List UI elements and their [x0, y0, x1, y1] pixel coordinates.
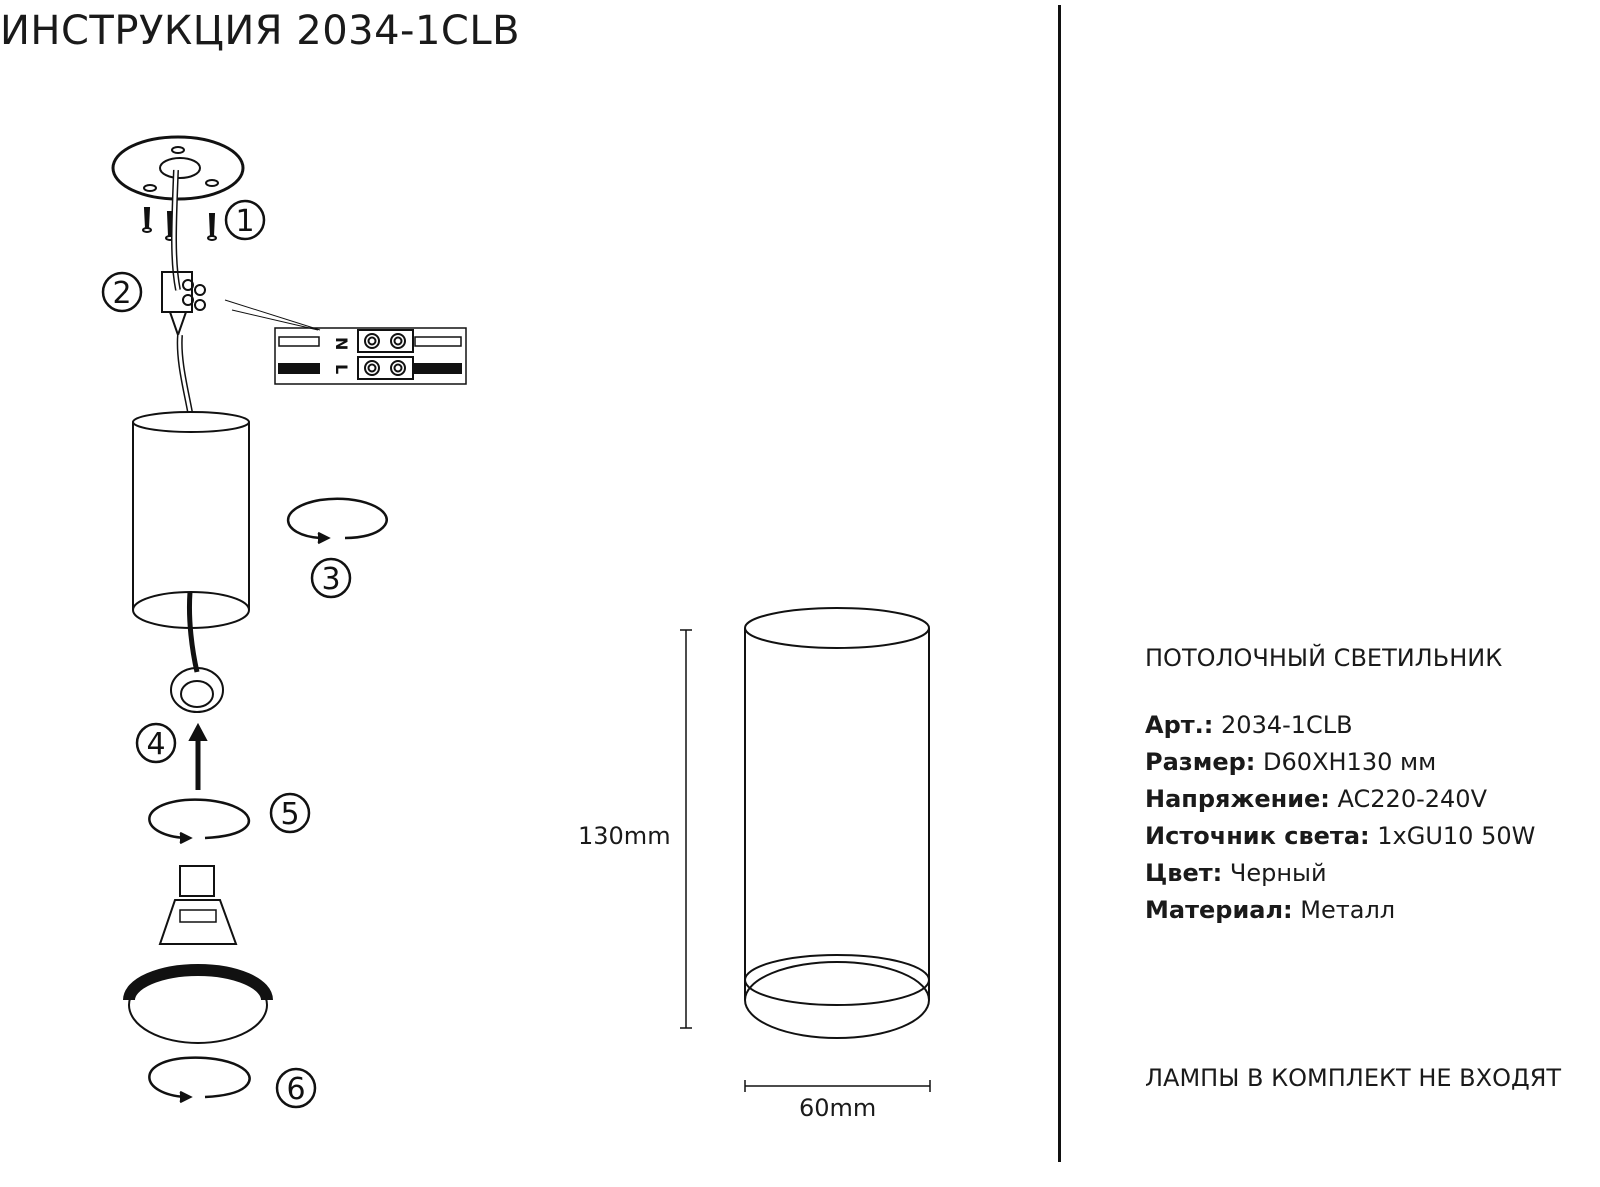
neutral-label: N [332, 337, 351, 350]
screw-icons [142, 207, 217, 241]
height-dimension: 130mm [578, 822, 671, 850]
spec-row: Арт.: 2034-1CLB [1145, 711, 1353, 739]
lamps-not-included-note: ЛАМПЫ В КОМПЛЕКТ НЕ ВХОДЯТ [1145, 1064, 1562, 1092]
live-label: L [332, 364, 351, 374]
dimension-drawing [680, 607, 931, 1092]
step-4: 4 [146, 727, 165, 762]
spec-row: Размер: D60XH130 мм [1145, 748, 1437, 776]
page-title: ИНСТРУКЦИЯ 2034-1CLB [0, 8, 521, 54]
arrow-up-icon [188, 722, 208, 790]
step-5: 5 [280, 797, 299, 832]
rotate-arrow-icons [148, 497, 388, 1104]
step-3: 3 [321, 562, 340, 597]
product-type: ПОТОЛОЧНЫЙ СВЕТИЛЬНИК [1145, 644, 1503, 672]
spec-row: Напряжение: AC220-240V [1145, 785, 1487, 813]
vertical-divider [1058, 5, 1061, 1162]
spec-row: Материал: Металл [1145, 896, 1396, 924]
step-markers [101, 199, 352, 1109]
gu10-socket [170, 667, 224, 713]
step-1: 1 [235, 204, 254, 239]
step-6: 6 [286, 1072, 305, 1107]
step-2: 2 [112, 276, 131, 311]
terminal-block [161, 271, 206, 339]
spec-row: Цвет: Черный [1145, 859, 1327, 887]
lamp-ring [123, 964, 273, 1044]
wiring-detail [274, 327, 467, 385]
spec-row: Источник света: 1xGU10 50W [1145, 822, 1536, 850]
gu10-bulb [158, 865, 238, 945]
ceiling-plate [111, 135, 245, 201]
spec-panel: ПОТОЛОЧНЫЙ СВЕТИЛЬНИК Арт.: 2034-1CLB Ра… [1145, 640, 1535, 929]
width-dimension: 60mm [799, 1094, 877, 1122]
